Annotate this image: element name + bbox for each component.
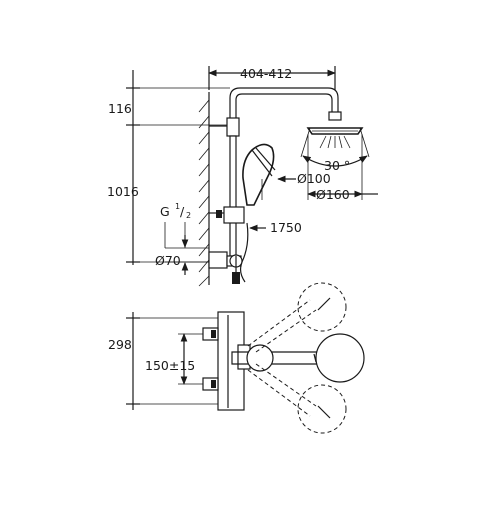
arm-projection-label: 404-412 <box>240 66 292 81</box>
diameter-dimensions: Ø100 Ø160 <box>261 134 378 202</box>
hose-length-label: 1750 <box>270 220 302 235</box>
shower-column <box>209 87 339 257</box>
thread-label: G <box>160 204 170 219</box>
head-shower: 30 ° <box>300 111 370 173</box>
inlet-centers-label: 150±15 <box>145 358 195 373</box>
hand-shower-plan <box>246 344 274 372</box>
wall <box>198 92 210 287</box>
thread-slash: / <box>180 204 185 219</box>
thermostat-mixer <box>202 311 251 411</box>
mixer-height-dimension: 298 <box>108 312 218 410</box>
hand-shower-diameter-label: Ø100 <box>297 171 331 186</box>
hose-length-dimension: 1750 <box>249 220 302 235</box>
arm-projection-dimension: 404-412 <box>208 66 336 90</box>
overall-height-label: 1016 <box>107 184 139 199</box>
slide-holder <box>223 206 245 224</box>
thread-numerator: 1 <box>175 202 180 211</box>
inlet-centers-dimension: 150±15 <box>145 333 203 385</box>
head-shower-plan <box>315 333 365 383</box>
plan-arm <box>231 333 365 383</box>
height-dimension: 116 1016 <box>107 70 230 265</box>
wall-hatching <box>198 99 210 287</box>
riser-pipe <box>229 135 237 257</box>
tilt-angle-label: 30 ° <box>324 158 350 173</box>
side-elevation-view: 30 ° 1 <box>107 66 378 287</box>
flange-diameter-label: Ø70 <box>155 253 181 268</box>
rotation-ghosts <box>247 282 347 434</box>
mixer-height-label: 298 <box>108 337 132 352</box>
head-shower-diameter-label: Ø160 <box>316 187 350 202</box>
front-elevation-view: 298 150±15 <box>108 282 365 434</box>
top-offset-label: 116 <box>108 101 132 116</box>
thread-denominator: 2 <box>186 211 191 220</box>
hose-connector <box>232 272 240 284</box>
lower-connection <box>208 251 243 284</box>
spray-lines <box>319 135 351 149</box>
upper-wall-bracket <box>226 117 240 137</box>
thread-and-flange-dimensions: G 1 / 2 Ø70 <box>155 202 209 275</box>
